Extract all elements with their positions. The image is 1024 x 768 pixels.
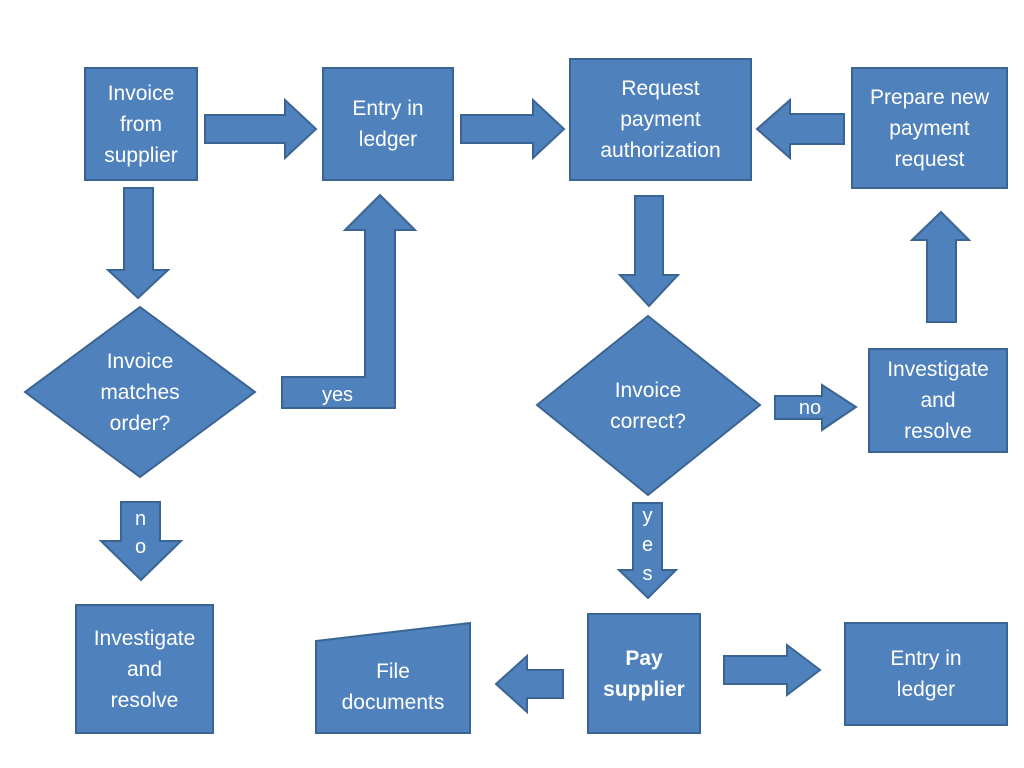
node-pay-supplier [587,613,701,734]
arrow-supplier-to-ledger [204,97,318,161]
arrow-correct-yes-to-pay [616,502,679,600]
arrow-supplier-to-matches [105,187,171,300]
node-prepare-new-payment-request [851,67,1008,189]
arrow-matches-no-to-investigate [98,501,184,582]
node-invoice-correct [535,314,762,497]
node-request-payment-authorization [569,58,752,181]
arrow-correct-no-to-investigate [774,383,858,432]
node-invoice-matches-order [23,305,257,479]
arrow-pay-to-file [494,653,564,715]
node-entry-in-ledger-bottom [844,622,1008,726]
node-investigate-and-resolve-right [868,348,1008,453]
arrow-pay-to-ledger [723,642,822,698]
arrow-prepare-to-request [755,97,845,161]
node-investigate-and-resolve-left [75,604,214,734]
arrow-matches-yes-to-ledger [281,193,418,409]
arrow-request-to-correct [617,195,681,308]
node-invoice-from-supplier [84,67,198,181]
arrow-ledger-to-request [460,97,566,161]
node-file-documents [315,621,471,734]
node-entry-in-ledger-top [322,67,454,181]
arrow-investigate-to-prepare [909,210,972,323]
